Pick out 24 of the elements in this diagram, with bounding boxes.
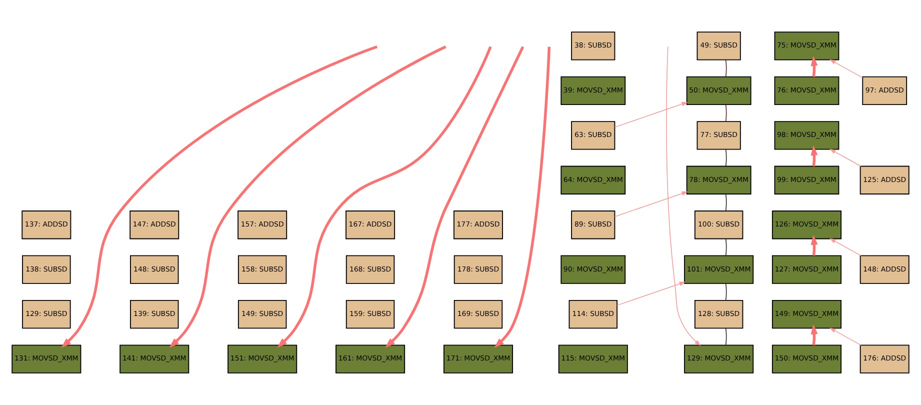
arrow	[277, 46, 492, 348]
arrow	[830, 328, 862, 346]
connector	[725, 194, 727, 212]
connector	[725, 328, 727, 346]
arrow	[614, 192, 688, 218]
arrow	[616, 282, 686, 306]
arrow	[830, 238, 862, 256]
connector	[725, 283, 727, 301]
arrow	[810, 324, 818, 346]
connector	[725, 60, 727, 78]
arrow	[494, 46, 551, 348]
connector	[725, 238, 727, 256]
arrow	[810, 234, 818, 256]
arrow	[385, 46, 524, 348]
arrow	[830, 59, 863, 78]
arrow	[614, 102, 688, 128]
arrow	[810, 145, 818, 166]
connector	[725, 149, 727, 167]
arrow	[810, 56, 818, 77]
connector	[725, 104, 727, 122]
arrow	[830, 148, 862, 167]
arrow	[61, 46, 378, 348]
arrow	[169, 46, 446, 348]
arrow	[666, 46, 701, 346]
